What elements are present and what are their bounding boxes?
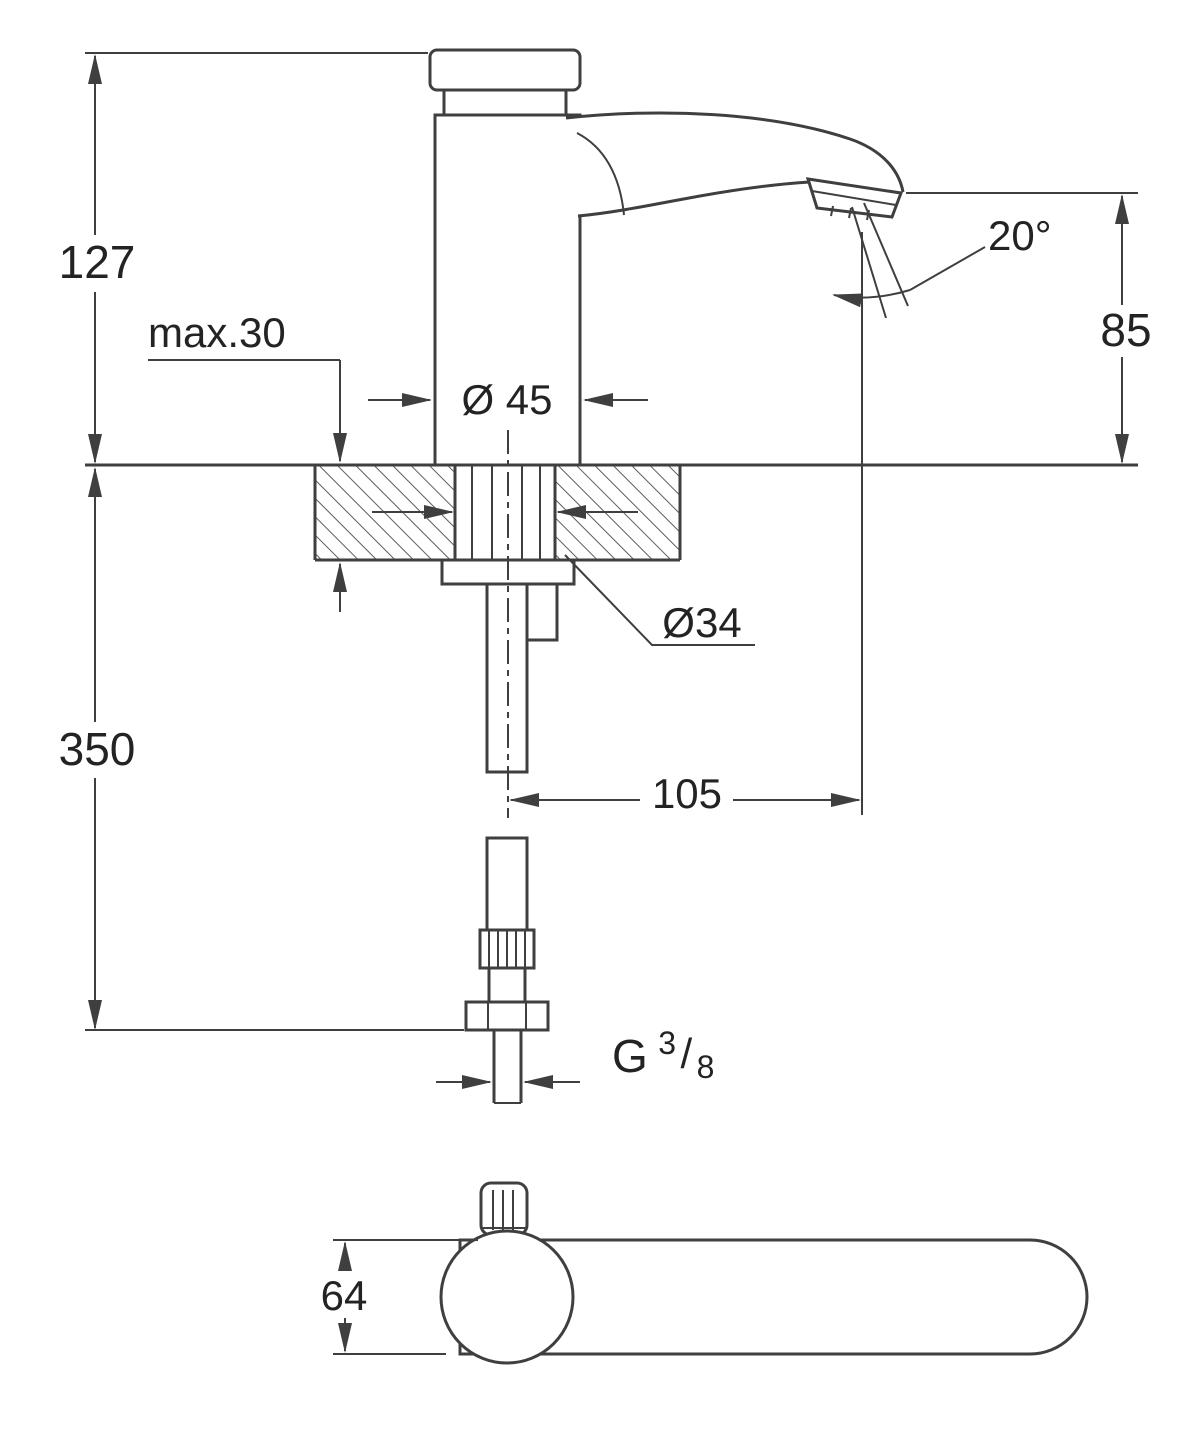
faucet-body [433, 113, 582, 467]
stream-line [863, 202, 909, 307]
mousseur-slit [830, 205, 834, 217]
dim-label-64: 64 [321, 1272, 368, 1319]
lever-side-view [439, 1181, 1089, 1365]
faucet-neck [442, 88, 568, 117]
dimension-height-127: 127 [59, 52, 428, 464]
dim-label-d34: Ø34 [662, 599, 741, 646]
spout-top-edge [565, 111, 905, 193]
connection-nut [464, 1000, 550, 1032]
dimension-hole-diameter: Ø34 [372, 505, 755, 646]
dimension-outlet-height: 85 [906, 192, 1152, 464]
mousseur-slit [848, 207, 852, 219]
aerator-inner-line [811, 190, 897, 206]
dim-label-max30: max.30 [148, 309, 286, 356]
angle-arc-arrow [832, 289, 911, 308]
thread-numerator: 3 [658, 1025, 676, 1061]
lever-arm [458, 1238, 1089, 1356]
dim-label-thread: G 3 / 8 [612, 1025, 714, 1085]
dim-label-350: 350 [59, 723, 136, 775]
dimension-body-diameter: Ø 45 [368, 376, 648, 423]
dim-label-d45: Ø 45 [461, 376, 552, 423]
dimension-deck-thickness: max.30 [148, 309, 347, 612]
dim-label-105: 105 [652, 770, 722, 817]
leader-line [564, 554, 755, 646]
stream-line [851, 206, 887, 319]
mounting-parts [440, 430, 576, 1104]
spout-bottom-edge [577, 180, 811, 218]
hose-collar [487, 966, 527, 1004]
braided-supply-hose [485, 836, 529, 932]
mounting-stud [525, 582, 559, 642]
thread-letter: G [612, 1030, 648, 1082]
faucet-push-button-cap [428, 48, 582, 92]
dimension-depth-350: 350 [59, 467, 464, 1031]
faucet-front-view [428, 48, 905, 467]
dim-label-85: 85 [1100, 304, 1151, 356]
thread-slash: / [680, 1030, 692, 1077]
dimension-thread: G 3 / 8 [436, 1025, 714, 1089]
dimension-lever-height: 64 [321, 1239, 478, 1355]
leader-line [909, 246, 986, 291]
dim-label-20deg: 20° [988, 212, 1052, 259]
spout-transition-line [576, 132, 625, 216]
dimension-spout-reach: 105 [509, 232, 863, 817]
thread-denominator: 8 [697, 1049, 715, 1085]
dimension-spout-angle: 20° [832, 202, 1052, 319]
dim-label-127: 127 [59, 236, 136, 288]
lever-hub [439, 1229, 575, 1365]
